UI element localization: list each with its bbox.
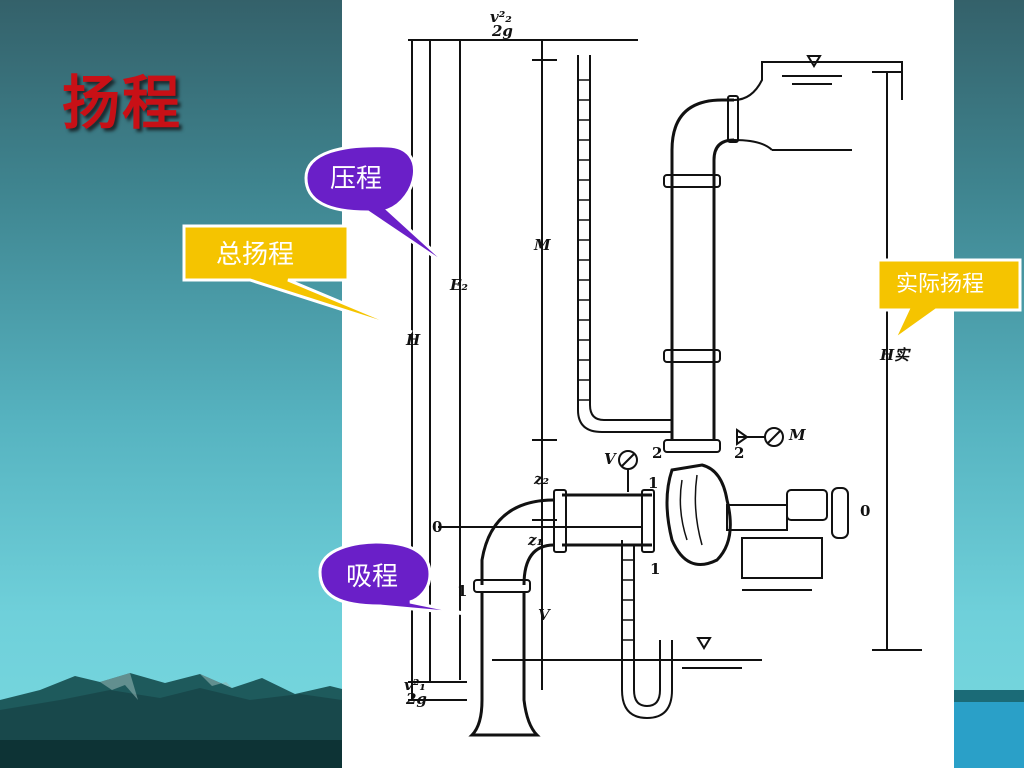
label-m-axis: M xyxy=(533,236,551,254)
slide-title: 扬程 xyxy=(62,69,183,137)
label-two-left: 2 xyxy=(652,444,662,462)
callout-actual-head-text: 实际扬程 xyxy=(896,272,985,297)
label-v-axis: V xyxy=(538,606,551,624)
label-v-gauge: V xyxy=(604,450,617,468)
callout-pressure-head: 压程 xyxy=(304,140,464,280)
label-2g-top: 2g xyxy=(491,22,513,40)
label-one-bottom: 1 xyxy=(650,560,660,578)
callout-total-head: 总扬程 xyxy=(180,222,420,334)
label-z2: z₂ xyxy=(533,470,550,488)
label-one-top: 1 xyxy=(648,474,658,492)
callout-total-head-text: 总扬程 xyxy=(216,240,295,270)
label-two-right: 2 xyxy=(734,444,744,462)
label-zero-right: 0 xyxy=(860,502,870,520)
callout-suction-head: 吸程 xyxy=(318,540,478,620)
label-z1: z₁ xyxy=(527,531,543,549)
label-2g-bottom: 2g xyxy=(405,690,427,708)
label-v1-bottom: v²₁ xyxy=(404,676,426,694)
callout-actual-head: 实际扬程 xyxy=(874,256,1024,346)
label-zero-left: 0 xyxy=(432,518,442,536)
callout-suction-head-text: 吸程 xyxy=(346,562,399,592)
pump-head-diagram: v²₂ 2g v²₁ 2g E₂ M H H实 z₂ z₁ V 0 0 1 V … xyxy=(342,0,954,768)
label-e2: E₂ xyxy=(449,276,468,294)
label-h-actual: H实 xyxy=(879,346,911,364)
label-m-gauge: M xyxy=(788,426,806,444)
label-h: H xyxy=(405,331,421,349)
callout-pressure-head-text: 压程 xyxy=(330,164,383,194)
label-one-left: 1 xyxy=(457,582,467,600)
pump-diagram-svg: v²₂ 2g v²₁ 2g E₂ M H H实 z₂ z₁ V 0 0 1 V … xyxy=(404,8,922,737)
label-v2-top: v²₂ xyxy=(490,8,512,26)
